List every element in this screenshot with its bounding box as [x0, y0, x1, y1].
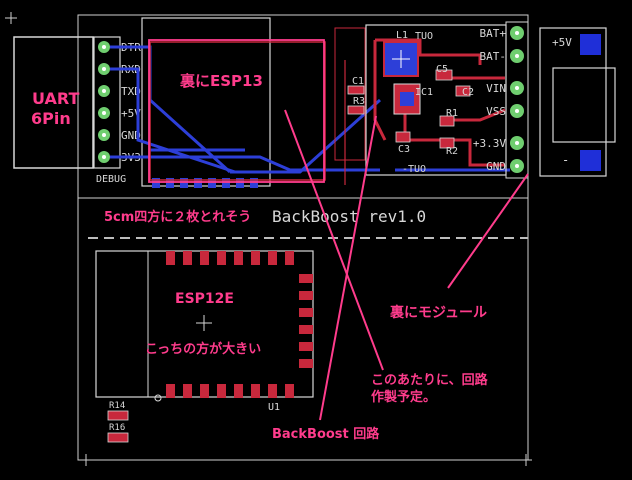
annotation-bigger: こっちの方が大きい [145, 341, 261, 357]
battery-minus-label: - [562, 153, 569, 167]
annotation-planned-2: 作製予定。 [371, 389, 436, 405]
power-pin-vss: VSS [486, 105, 506, 118]
uart-pin-gnd: GND [121, 129, 141, 142]
r16-label: R16 [109, 423, 125, 433]
uart-pin-5v: +5V [121, 107, 141, 120]
battery-body-outline [552, 67, 616, 143]
c2-label: C2 [462, 87, 474, 98]
power-pin-gnd: GND [486, 160, 506, 173]
battery-pad-plus [580, 34, 601, 55]
battery-pad-minus [580, 150, 601, 171]
annotation-lines [284, 109, 529, 421]
power-pin-bat-plus: BAT+ [480, 27, 507, 40]
l1-label: L1 [396, 30, 408, 41]
annotation-backboost: BackBoost 回路 [272, 426, 380, 442]
uart-header-outline [93, 36, 121, 169]
debug-label: DEBUG [96, 174, 126, 185]
u1-label: U1 [268, 402, 280, 413]
esp13-pads [152, 178, 258, 188]
annotation-planned-1: このあたりに、回路 [371, 372, 489, 388]
r14-part [107, 410, 129, 421]
r3-label: R3 [353, 96, 365, 107]
uart-pads [98, 41, 110, 163]
power-pin-bat-minus: BAT- [480, 50, 507, 63]
r2-label: R2 [446, 146, 458, 157]
annotation-uart-pins: 6Pin [31, 109, 71, 128]
annotation-esp12e: ESP12E [175, 291, 234, 307]
power-pin-vin: VIN [486, 82, 506, 95]
power-pin-3v3: +3.3V [473, 137, 506, 150]
esp12e-pads-right [299, 274, 313, 368]
power-header-outline [505, 21, 529, 179]
tuo-top-label: TUO [415, 31, 433, 42]
ic1-label: IC1 [415, 87, 433, 98]
esp12e-pads-bottom [166, 384, 294, 398]
uart-connector-body [13, 36, 94, 169]
c3-label: C3 [398, 144, 410, 155]
annotation-size-note: 5cm四方に２枚とれそう [104, 209, 251, 225]
smd-parts [347, 69, 471, 149]
origin-marks [5, 12, 532, 466]
c1-label: C1 [352, 76, 364, 87]
uart-pin-txd: TXD [121, 85, 141, 98]
tuo-bottom-label: -TUO [402, 164, 426, 175]
battery-holder-outline [539, 27, 607, 177]
esp12e-pads-top [166, 251, 294, 265]
annotation-esp13: 裏にESP13 [179, 72, 263, 90]
esp13-footprint [141, 17, 271, 187]
annotation-uart: UART [32, 89, 79, 108]
battery-plus-label: +5V [552, 36, 572, 49]
board-title: BackBoost rev1.0 [272, 207, 426, 226]
c5-label: C5 [436, 64, 448, 75]
annotation-module-back: 裏にモジュール [389, 304, 487, 321]
r14-label: R14 [109, 401, 125, 411]
esp13-annotation-box [148, 39, 325, 183]
r16-part [107, 432, 129, 443]
r1-label: R1 [446, 108, 458, 119]
power-pads [510, 26, 524, 173]
